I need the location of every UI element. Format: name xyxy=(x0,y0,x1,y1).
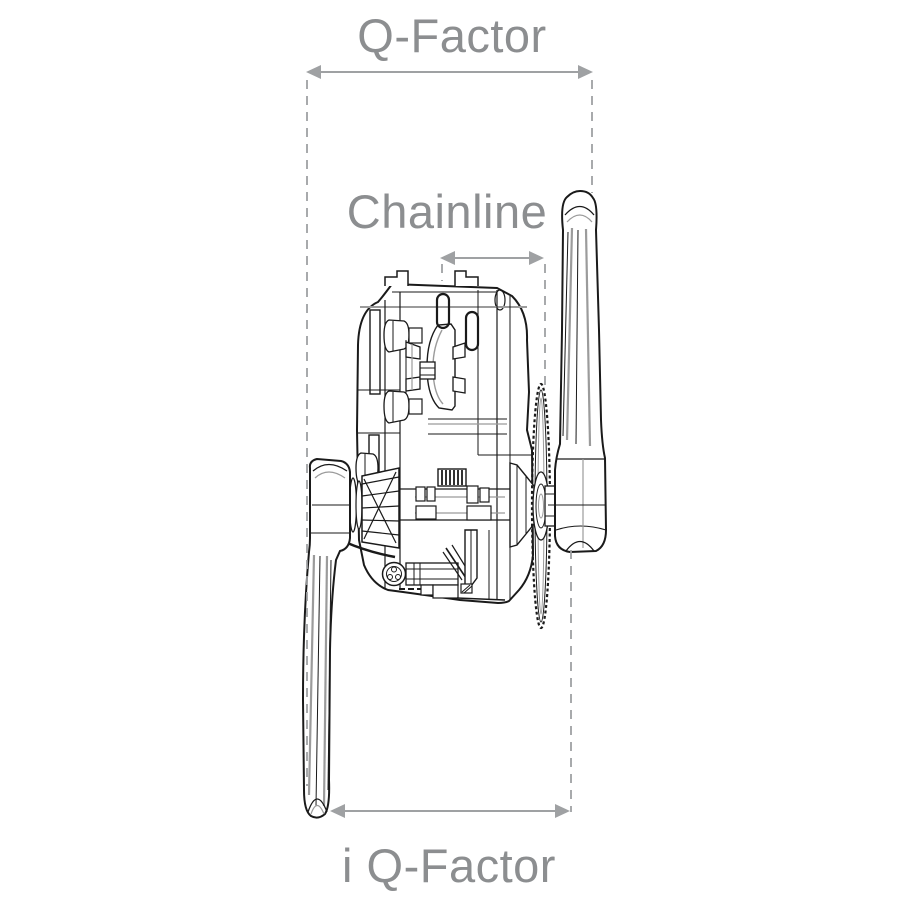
right-crank-arm xyxy=(544,189,608,554)
crank-spindle xyxy=(344,467,400,559)
left-crank-arm xyxy=(301,457,351,819)
chainline-dimension-arrow xyxy=(440,251,544,265)
label-q-factor: Q-Factor xyxy=(357,9,547,62)
q-factor-dimension-arrow xyxy=(306,65,593,79)
extension-lines xyxy=(306,80,593,812)
label-i-q-factor: i Q-Factor xyxy=(342,839,556,892)
label-chainline: Chainline xyxy=(346,185,548,238)
iq-factor-dimension-arrow xyxy=(330,804,570,818)
